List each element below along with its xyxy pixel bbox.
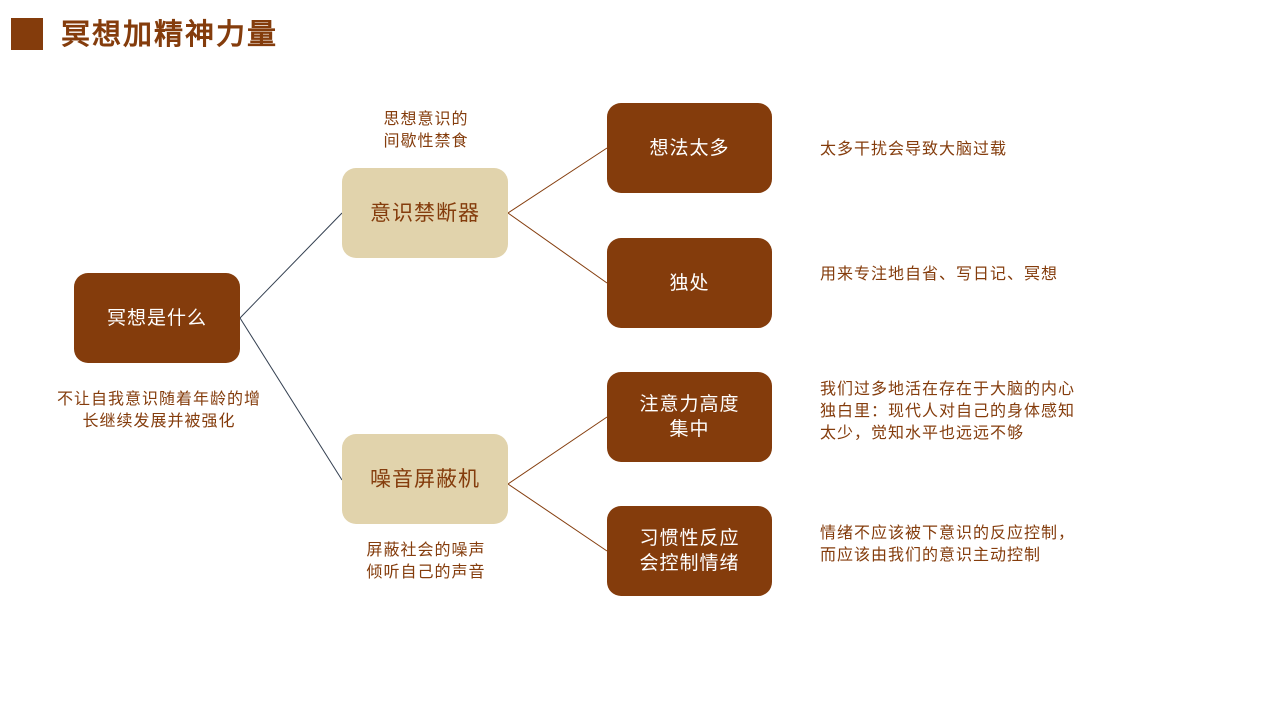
connector-branch-1-leaf-1	[507, 147, 608, 214]
root-note: 不让自我意识随着年龄的增 长继续发展并被强化	[56, 389, 261, 430]
branch-2-note: 屏蔽社会的噪声 倾听自己的声音	[366, 540, 486, 581]
root-node: 冥想是什么	[74, 273, 240, 363]
leaf-3-node: 注意力高度 集中	[607, 372, 772, 462]
leaf-2-desc: 用来专注地自省、写日记、冥想	[820, 264, 1059, 283]
connector-branch-2-leaf-2	[507, 483, 608, 552]
connector-branch-1-leaf-2	[507, 212, 608, 284]
leaf-1-desc: 太多干扰会导致大脑过载	[820, 139, 1008, 158]
branch-1-node: 意识禁断器	[342, 168, 508, 258]
leaf-1-node: 想法太多	[607, 103, 772, 193]
connector-root-branch-2	[239, 317, 343, 481]
leaf-4-desc: 情绪不应该被下意识的反应控制， 而应该由我们的意识主动控制	[820, 523, 1076, 564]
page-title: 冥想加精神力量	[61, 17, 279, 51]
connector-root-branch-1	[239, 212, 343, 319]
connector-branch-2-leaf-1	[507, 416, 608, 485]
leaf-2-node: 独处	[607, 238, 772, 328]
leaf-3-desc: 我们过多地活在存在于大脑的内心 独白里：现代人对自己的身体感知 太少，觉知水平也…	[820, 379, 1076, 442]
title-marker	[11, 18, 43, 50]
leaf-4-node: 习惯性反应 会控制情绪	[607, 506, 772, 596]
branch-2-node: 噪音屏蔽机	[342, 434, 508, 524]
branch-1-note: 思想意识的 间歇性禁食	[383, 109, 469, 150]
